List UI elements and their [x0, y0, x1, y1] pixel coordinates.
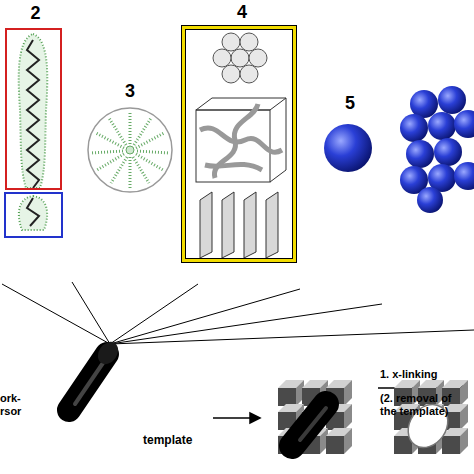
tube-network — [205, 164, 262, 170]
template-rod: template — [55, 340, 120, 425]
cylinder-end — [240, 65, 258, 83]
leader-line — [110, 304, 382, 344]
callout-number: 4 — [185, 2, 299, 24]
template-rod-outline — [55, 340, 120, 425]
micelle-molecule — [91, 151, 123, 153]
porous-lattice — [394, 380, 468, 455]
lattice-cube — [326, 428, 352, 454]
arrow-shaft — [213, 417, 252, 419]
alkyl-chain — [27, 40, 39, 188]
cylinder-end — [240, 33, 258, 51]
cylinder-end — [231, 49, 249, 67]
callout-number: 3 — [86, 81, 174, 103]
micelle-molecule — [129, 112, 132, 144]
sphere — [428, 112, 456, 140]
tube-network — [200, 128, 282, 152]
molecule-box: 2 — [5, 28, 62, 190]
templated-lattice — [278, 380, 352, 454]
cylinder-end — [213, 49, 231, 67]
callout-number: 2 — [7, 3, 64, 25]
micelle-molecule — [137, 151, 169, 153]
template-rod — [292, 404, 326, 446]
callout-number: 5 — [324, 93, 376, 115]
cube-outline — [270, 98, 286, 182]
sphere — [406, 140, 434, 168]
cylinder-end — [249, 49, 267, 67]
sphere — [400, 114, 428, 142]
lattice-cube — [278, 380, 304, 406]
lamella — [200, 192, 212, 258]
leader-line — [72, 282, 110, 344]
micelle-molecule — [109, 118, 126, 145]
process-label: 1. x-linking — [380, 368, 437, 381]
rod-highlight — [75, 360, 105, 404]
process-label: ork- rsor — [0, 392, 34, 418]
sphere — [434, 138, 462, 166]
sphere — [454, 162, 474, 190]
sphere-cluster — [400, 86, 474, 213]
cube-outline — [196, 98, 286, 110]
sphere-body — [324, 124, 372, 172]
mesophase-box: 4 — [182, 26, 296, 262]
cylinder-end — [222, 65, 240, 83]
process-label: (2. removal of the template) — [380, 392, 468, 418]
lamella — [222, 192, 234, 258]
head-group — [27, 198, 39, 226]
micelle-molecule — [97, 154, 124, 170]
lamella — [266, 192, 278, 258]
rod-end — [94, 338, 123, 368]
cylinder-end — [222, 33, 240, 51]
template-highlight — [300, 408, 326, 440]
micelle-outline — [88, 108, 172, 192]
micelle-circle-outline — [86, 106, 174, 194]
micelle-circle: 3 — [86, 106, 174, 194]
micelle-molecule — [136, 133, 164, 148]
micelle-molecules — [91, 112, 169, 188]
molecule-tail-envelope — [19, 34, 48, 188]
sphere-outline — [324, 124, 372, 172]
head-group-box — [5, 193, 62, 237]
arrow-head — [250, 413, 260, 423]
sphere — [417, 187, 443, 213]
micelle-molecule — [96, 133, 124, 148]
sphere — [454, 110, 474, 138]
micelle-molecule — [133, 157, 149, 183]
leader-line — [2, 284, 110, 344]
leader-lines — [2, 282, 474, 344]
lamella — [244, 192, 256, 258]
hexagonal-phase — [213, 33, 267, 83]
leader-line — [110, 330, 474, 344]
micelle-core — [126, 146, 134, 154]
sphere — [410, 90, 438, 118]
template-label: template — [143, 433, 192, 447]
cubic-phase — [196, 98, 286, 182]
leader-line — [110, 289, 300, 344]
sphere: 5 — [324, 124, 372, 172]
lamellar-phase — [200, 192, 278, 258]
head-group-envelope — [19, 196, 47, 230]
micelle-molecule — [129, 157, 132, 188]
micelle-molecule — [134, 118, 151, 145]
sphere — [438, 86, 466, 114]
leader-line — [110, 284, 198, 344]
